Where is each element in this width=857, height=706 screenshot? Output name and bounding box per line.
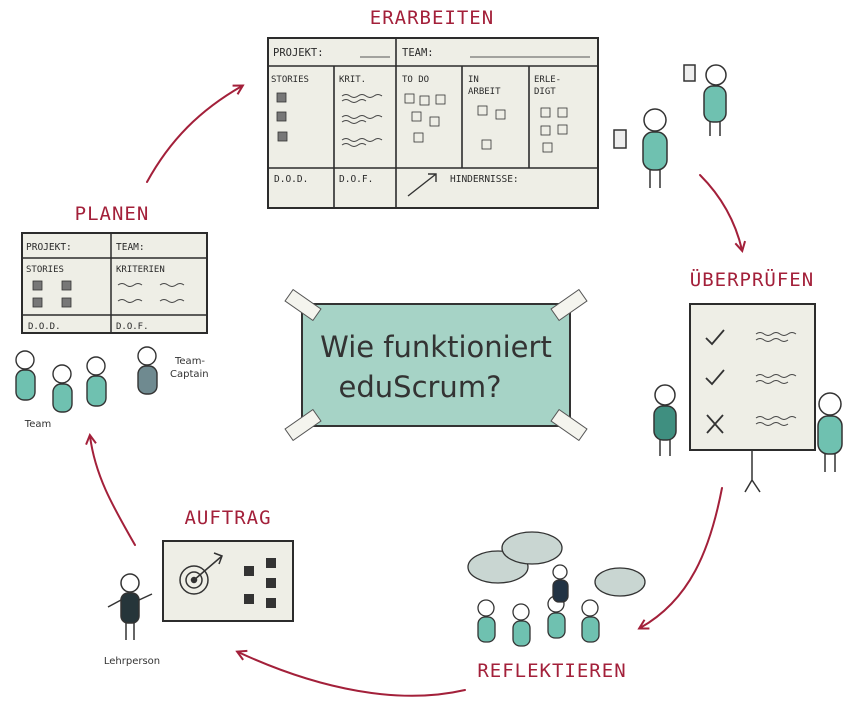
- person-ueberpruefen-2: [817, 392, 843, 472]
- tape-top-left: [284, 288, 322, 322]
- arrow-auftrag-to-planen: [90, 436, 136, 546]
- arrow-planen-to-erarbeiten: [146, 86, 242, 183]
- stage-title-reflektieren: REFLEKTIEREN: [477, 660, 626, 682]
- tape-bottom-right: [550, 408, 588, 442]
- erarbeiten-erledigt-label-2: DIGT: [534, 87, 556, 97]
- person-team-captain: [137, 346, 158, 395]
- tape-bottom-left: [284, 408, 322, 442]
- person-lehrperson: [107, 573, 153, 640]
- planen-kriterien-label: KRITERIEN: [116, 265, 165, 275]
- cross-icon: [706, 414, 724, 434]
- team-captain-label-1: Team-: [174, 356, 205, 367]
- erarbeiten-dof-label: D.O.F.: [339, 174, 373, 185]
- reflektieren-group: [477, 564, 600, 647]
- stage-title-ueberpruefen: ÜBERPRÜFEN: [690, 268, 814, 291]
- person-erarbeiten-2: [613, 108, 668, 188]
- planen-scrum-board: PROJEKT: TEAM: STORIES KRITERIEN D.O.D. …: [21, 232, 208, 334]
- erarbeiten-scrum-board: PROJEKT: TEAM: STORIES KRIT. TO DO IN AR…: [267, 37, 599, 209]
- check-icon-1: [705, 329, 725, 346]
- team-label: Team: [24, 419, 51, 430]
- planen-stories-label: STORIES: [26, 265, 64, 275]
- erarbeiten-inarbeit-label-2: ARBEIT: [468, 87, 501, 97]
- erarbeiten-erledigt-label-1: ERLE-: [534, 75, 561, 85]
- erarbeiten-dod-label: D.O.D.: [274, 174, 308, 185]
- center-title-line2: eduScrum?: [339, 370, 502, 404]
- erarbeiten-todo-label: TO DO: [402, 75, 429, 85]
- erarbeiten-krit-label: KRIT.: [339, 75, 366, 85]
- center-title-line1: Wie funktioniert: [320, 330, 552, 364]
- speech-bubbles: [467, 531, 646, 597]
- ueberpruefen-checklist-board: [689, 303, 816, 493]
- center-sign: Wie funktioniert eduScrum?: [284, 288, 588, 442]
- planen-dod-label: D.O.D.: [28, 322, 61, 332]
- stage-title-planen: PLANEN: [75, 203, 150, 225]
- erarbeiten-team-label: TEAM:: [402, 47, 434, 59]
- planen-projekt-label: PROJEKT:: [26, 242, 72, 253]
- erarbeiten-projekt-label: PROJEKT:: [273, 47, 324, 59]
- person-erarbeiten-1: [683, 64, 727, 136]
- check-icon-2: [705, 369, 725, 386]
- cycle-arrows: [90, 86, 742, 697]
- target-icon: [179, 552, 223, 595]
- planen-dof-label: D.O.F.: [116, 322, 149, 332]
- erarbeiten-inarbeit-label-1: IN: [468, 75, 479, 85]
- erarbeiten-stories-label: STORIES: [271, 75, 309, 85]
- arrow-reflektieren-to-auftrag: [238, 652, 466, 697]
- arrow-ueberpruefen-to-reflektieren: [640, 487, 723, 628]
- tape-top-right: [550, 288, 588, 322]
- lehrperson-label: Lehrperson: [104, 656, 160, 667]
- person-ueberpruefen-1: [653, 384, 677, 456]
- stage-title-erarbeiten: ERARBEITEN: [370, 7, 494, 29]
- stage-title-auftrag: AUFTRAG: [184, 507, 271, 529]
- team-captain-label-2: Captain: [170, 369, 209, 380]
- arrow-erarbeiten-to-ueberpruefen: [699, 174, 742, 250]
- team-group: [15, 350, 107, 413]
- planen-team-label: TEAM:: [116, 242, 145, 253]
- erarbeiten-hindernisse-label: HINDERNISSE:: [450, 174, 519, 185]
- auftrag-board: [162, 540, 294, 622]
